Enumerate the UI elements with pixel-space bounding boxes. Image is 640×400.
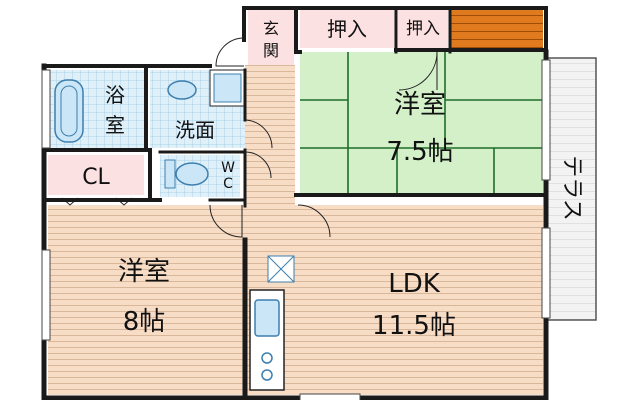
washroom: 洗面 <box>150 69 246 148</box>
staircase <box>451 10 543 52</box>
bathroom: 浴 室 <box>48 70 144 148</box>
ldk-room: LDK 11.5帖 <box>245 205 543 395</box>
toilet-icon <box>175 162 209 186</box>
toilet-label-bottom: C <box>223 176 233 192</box>
bath-label-bottom: 室 <box>105 113 125 137</box>
bath-label-top: 浴 <box>105 83 125 107</box>
terrace-label: テラス <box>559 155 584 221</box>
stove-icon <box>261 352 273 364</box>
storage-2: 押入 <box>398 10 448 48</box>
entrance: 玄 関 <box>248 10 294 65</box>
washer-icon <box>213 73 242 103</box>
bedroom-large-label: 洋室 <box>118 257 170 287</box>
kitchen <box>249 255 295 391</box>
tatami-room-size: 7.5帖 <box>386 137 453 167</box>
ldk-size: 11.5帖 <box>372 311 456 341</box>
terrace: テラス <box>545 57 597 321</box>
kitchen-sink-icon <box>254 299 280 337</box>
storage-1-label: 押入 <box>327 17 367 41</box>
bathtub-icon <box>54 79 84 143</box>
hallway <box>245 65 295 205</box>
bedroom-large: 洋室 8帖 <box>48 205 245 395</box>
door-swings <box>209 37 438 238</box>
tatami-room-label: 洋室 <box>394 90 446 120</box>
toilet-label-top: W <box>221 160 235 176</box>
washroom-label: 洗面 <box>175 118 215 142</box>
storage-1: 押入 <box>300 10 395 48</box>
toilet: W C <box>160 155 240 197</box>
entrance-label-top: 玄 <box>263 19 279 38</box>
closet-label: CL <box>82 165 110 190</box>
ldk-label: LDK <box>388 269 441 299</box>
storage-2-label: 押入 <box>406 19 440 39</box>
entrance-label-bottom: 関 <box>263 41 279 60</box>
fridge-icon <box>267 255 295 283</box>
windows <box>41 59 551 400</box>
bedroom-tatami: 洋室 7.5帖 <box>300 52 543 195</box>
walls <box>41 6 549 400</box>
sink-icon <box>167 80 197 100</box>
closet: CL <box>48 155 144 206</box>
bedroom-large-size: 8帖 <box>123 307 166 337</box>
